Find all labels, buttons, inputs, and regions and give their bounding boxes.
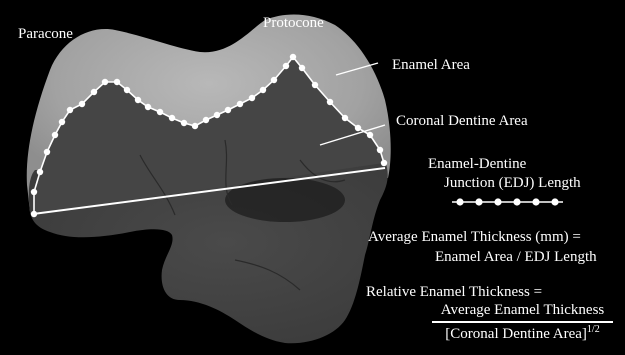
coronal-dentine-area-label: Coronal Dentine Area <box>396 112 528 130</box>
legend-dot <box>513 198 520 205</box>
protocone-label: Protocone <box>263 14 324 32</box>
legend-dot <box>494 198 501 205</box>
edj-dot <box>181 120 187 126</box>
edj-dot <box>342 115 348 121</box>
legend-dot <box>456 198 463 205</box>
legend-dot <box>475 198 482 205</box>
edj-dot <box>214 112 220 118</box>
edj-dot <box>67 107 73 113</box>
legend-dot <box>551 198 558 205</box>
fraction-denominator: [Coronal Dentine Area]1/2 <box>430 325 615 343</box>
edj-dot <box>290 54 296 60</box>
edj-dot <box>203 117 209 123</box>
edj-dot <box>44 149 50 155</box>
edj-dot <box>79 101 85 107</box>
pulp-shadow <box>225 178 345 222</box>
fraction-bar <box>432 321 613 323</box>
edj-dot <box>192 123 198 129</box>
edj-dot <box>157 109 163 115</box>
edj-dot <box>367 132 373 138</box>
edj-dot <box>299 65 305 71</box>
edj-dot <box>381 160 387 166</box>
edj-dot <box>327 99 333 105</box>
edj-dot <box>271 77 277 83</box>
edj-label-line1: Enamel-Dentine <box>428 155 526 173</box>
edj-dot <box>260 87 266 93</box>
edj-dot <box>225 107 231 113</box>
edj-legend-symbol <box>452 198 563 205</box>
avg-thickness-label-line2: Enamel Area / EDJ Length <box>435 248 597 266</box>
relative-thickness-label: Relative Enamel Thickness = <box>366 283 542 301</box>
enamel-area-label: Enamel Area <box>392 56 470 74</box>
edj-dot <box>355 125 361 131</box>
edj-dot <box>37 169 43 175</box>
legend-dot <box>532 198 539 205</box>
avg-thickness-label-line1: Average Enamel Thickness (mm) = <box>368 228 581 246</box>
edj-dot <box>91 89 97 95</box>
edj-dot <box>249 95 255 101</box>
denominator-text: [Coronal Dentine Area] <box>445 326 587 342</box>
paracone-label: Paracone <box>18 25 73 43</box>
edj-dot <box>237 101 243 107</box>
edj-dot <box>31 189 37 195</box>
edj-dot <box>145 104 151 110</box>
denominator-exponent: 1/2 <box>587 324 600 335</box>
edj-dot <box>135 97 141 103</box>
edj-dot <box>169 115 175 121</box>
edj-dot <box>283 63 289 69</box>
edj-dot <box>312 82 318 88</box>
edj-label-line2: Junction (EDJ) Length <box>444 174 581 192</box>
edj-dot <box>124 87 130 93</box>
edj-dot <box>59 119 65 125</box>
edj-dot <box>377 147 383 153</box>
edj-dot <box>102 79 108 85</box>
relative-thickness-fraction: Average Enamel Thickness [Coronal Dentin… <box>430 301 615 345</box>
edj-dot <box>114 79 120 85</box>
fraction-numerator: Average Enamel Thickness <box>430 301 615 319</box>
edj-dot <box>52 132 58 138</box>
